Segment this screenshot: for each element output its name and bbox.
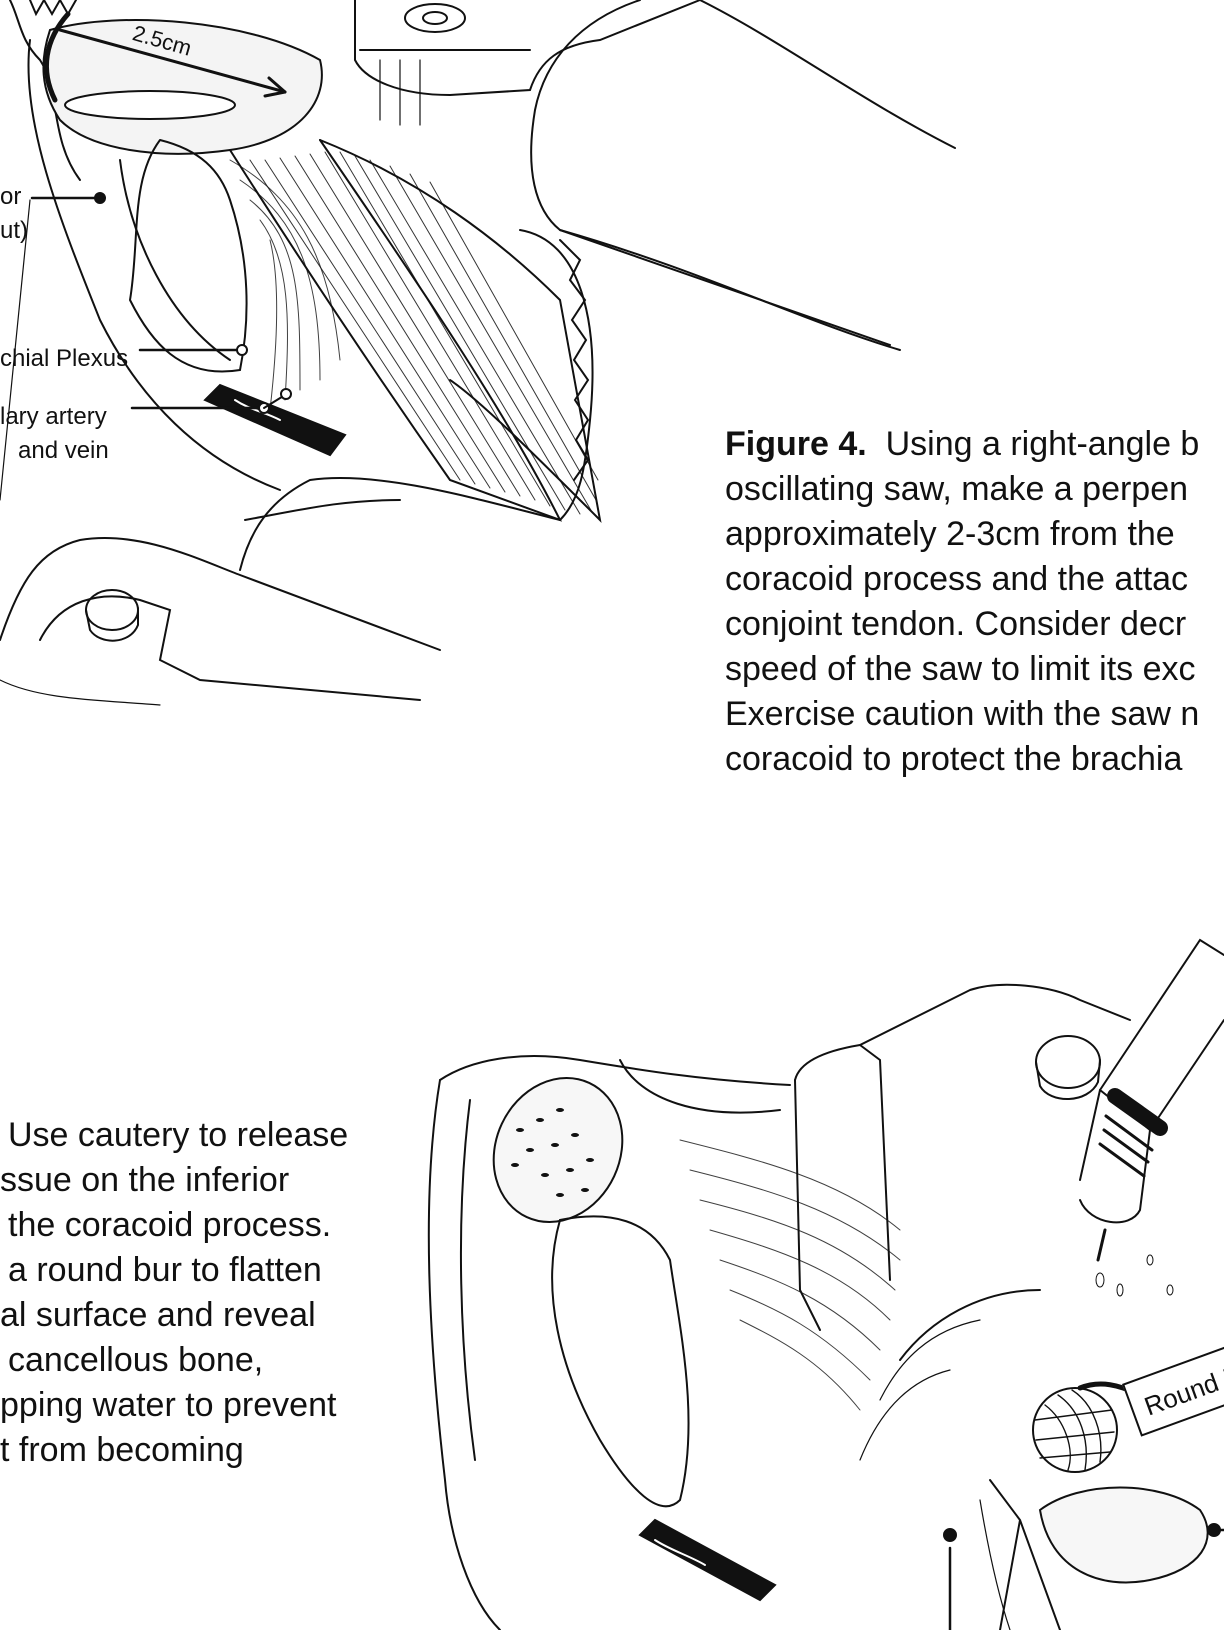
caption-line-8: t from becoming xyxy=(0,1431,244,1469)
brachial-plexus-label: chial Plexus xyxy=(0,345,129,372)
caption-text: Using a right-angle b xyxy=(885,425,1200,463)
caption-line-5: conjoint tendon. Consider decr xyxy=(725,605,1187,643)
caption-line-7: Exercise caution with the saw n xyxy=(725,695,1200,733)
caption-line-1: Use cautery to release xyxy=(8,1116,349,1154)
caption-line-7: pping water to prevent xyxy=(0,1386,337,1424)
caption-line-8: coracoid to protect the brachia xyxy=(725,740,1183,778)
caption-line-1: Figure 4. Using a right-angle b xyxy=(725,422,1199,467)
figure-4-caption: Figure 4. Using a right-angle b oscillat… xyxy=(725,422,1199,782)
caption-line-2: oscillating saw, make a perpen xyxy=(725,470,1189,508)
caption-line-4: a round bur to flatten xyxy=(8,1251,322,1289)
caption-line-6: cancellous bone, xyxy=(8,1341,264,1379)
figure-label: Figure 4. xyxy=(725,425,867,463)
axillary-vein-label: and vein xyxy=(18,437,109,464)
figure-5-caption: Use cautery to release ssue on the infer… xyxy=(0,1113,348,1473)
caption-line-3: the coracoid process. xyxy=(8,1206,332,1244)
pectoralis-label-fragment-1: or xyxy=(0,183,22,210)
caption-line-2: ssue on the inferior xyxy=(0,1161,290,1199)
caption-line-5: al surface and reveal xyxy=(0,1296,316,1334)
caption-line-4: coracoid process and the attac xyxy=(725,560,1189,598)
pectoralis-label-fragment-2: ut) xyxy=(0,217,29,244)
caption-line-6: speed of the saw to limit its exc xyxy=(725,650,1196,688)
caption-line-3: approximately 2-3cm from the xyxy=(725,515,1175,553)
axillary-artery-label: lary artery xyxy=(0,403,107,430)
